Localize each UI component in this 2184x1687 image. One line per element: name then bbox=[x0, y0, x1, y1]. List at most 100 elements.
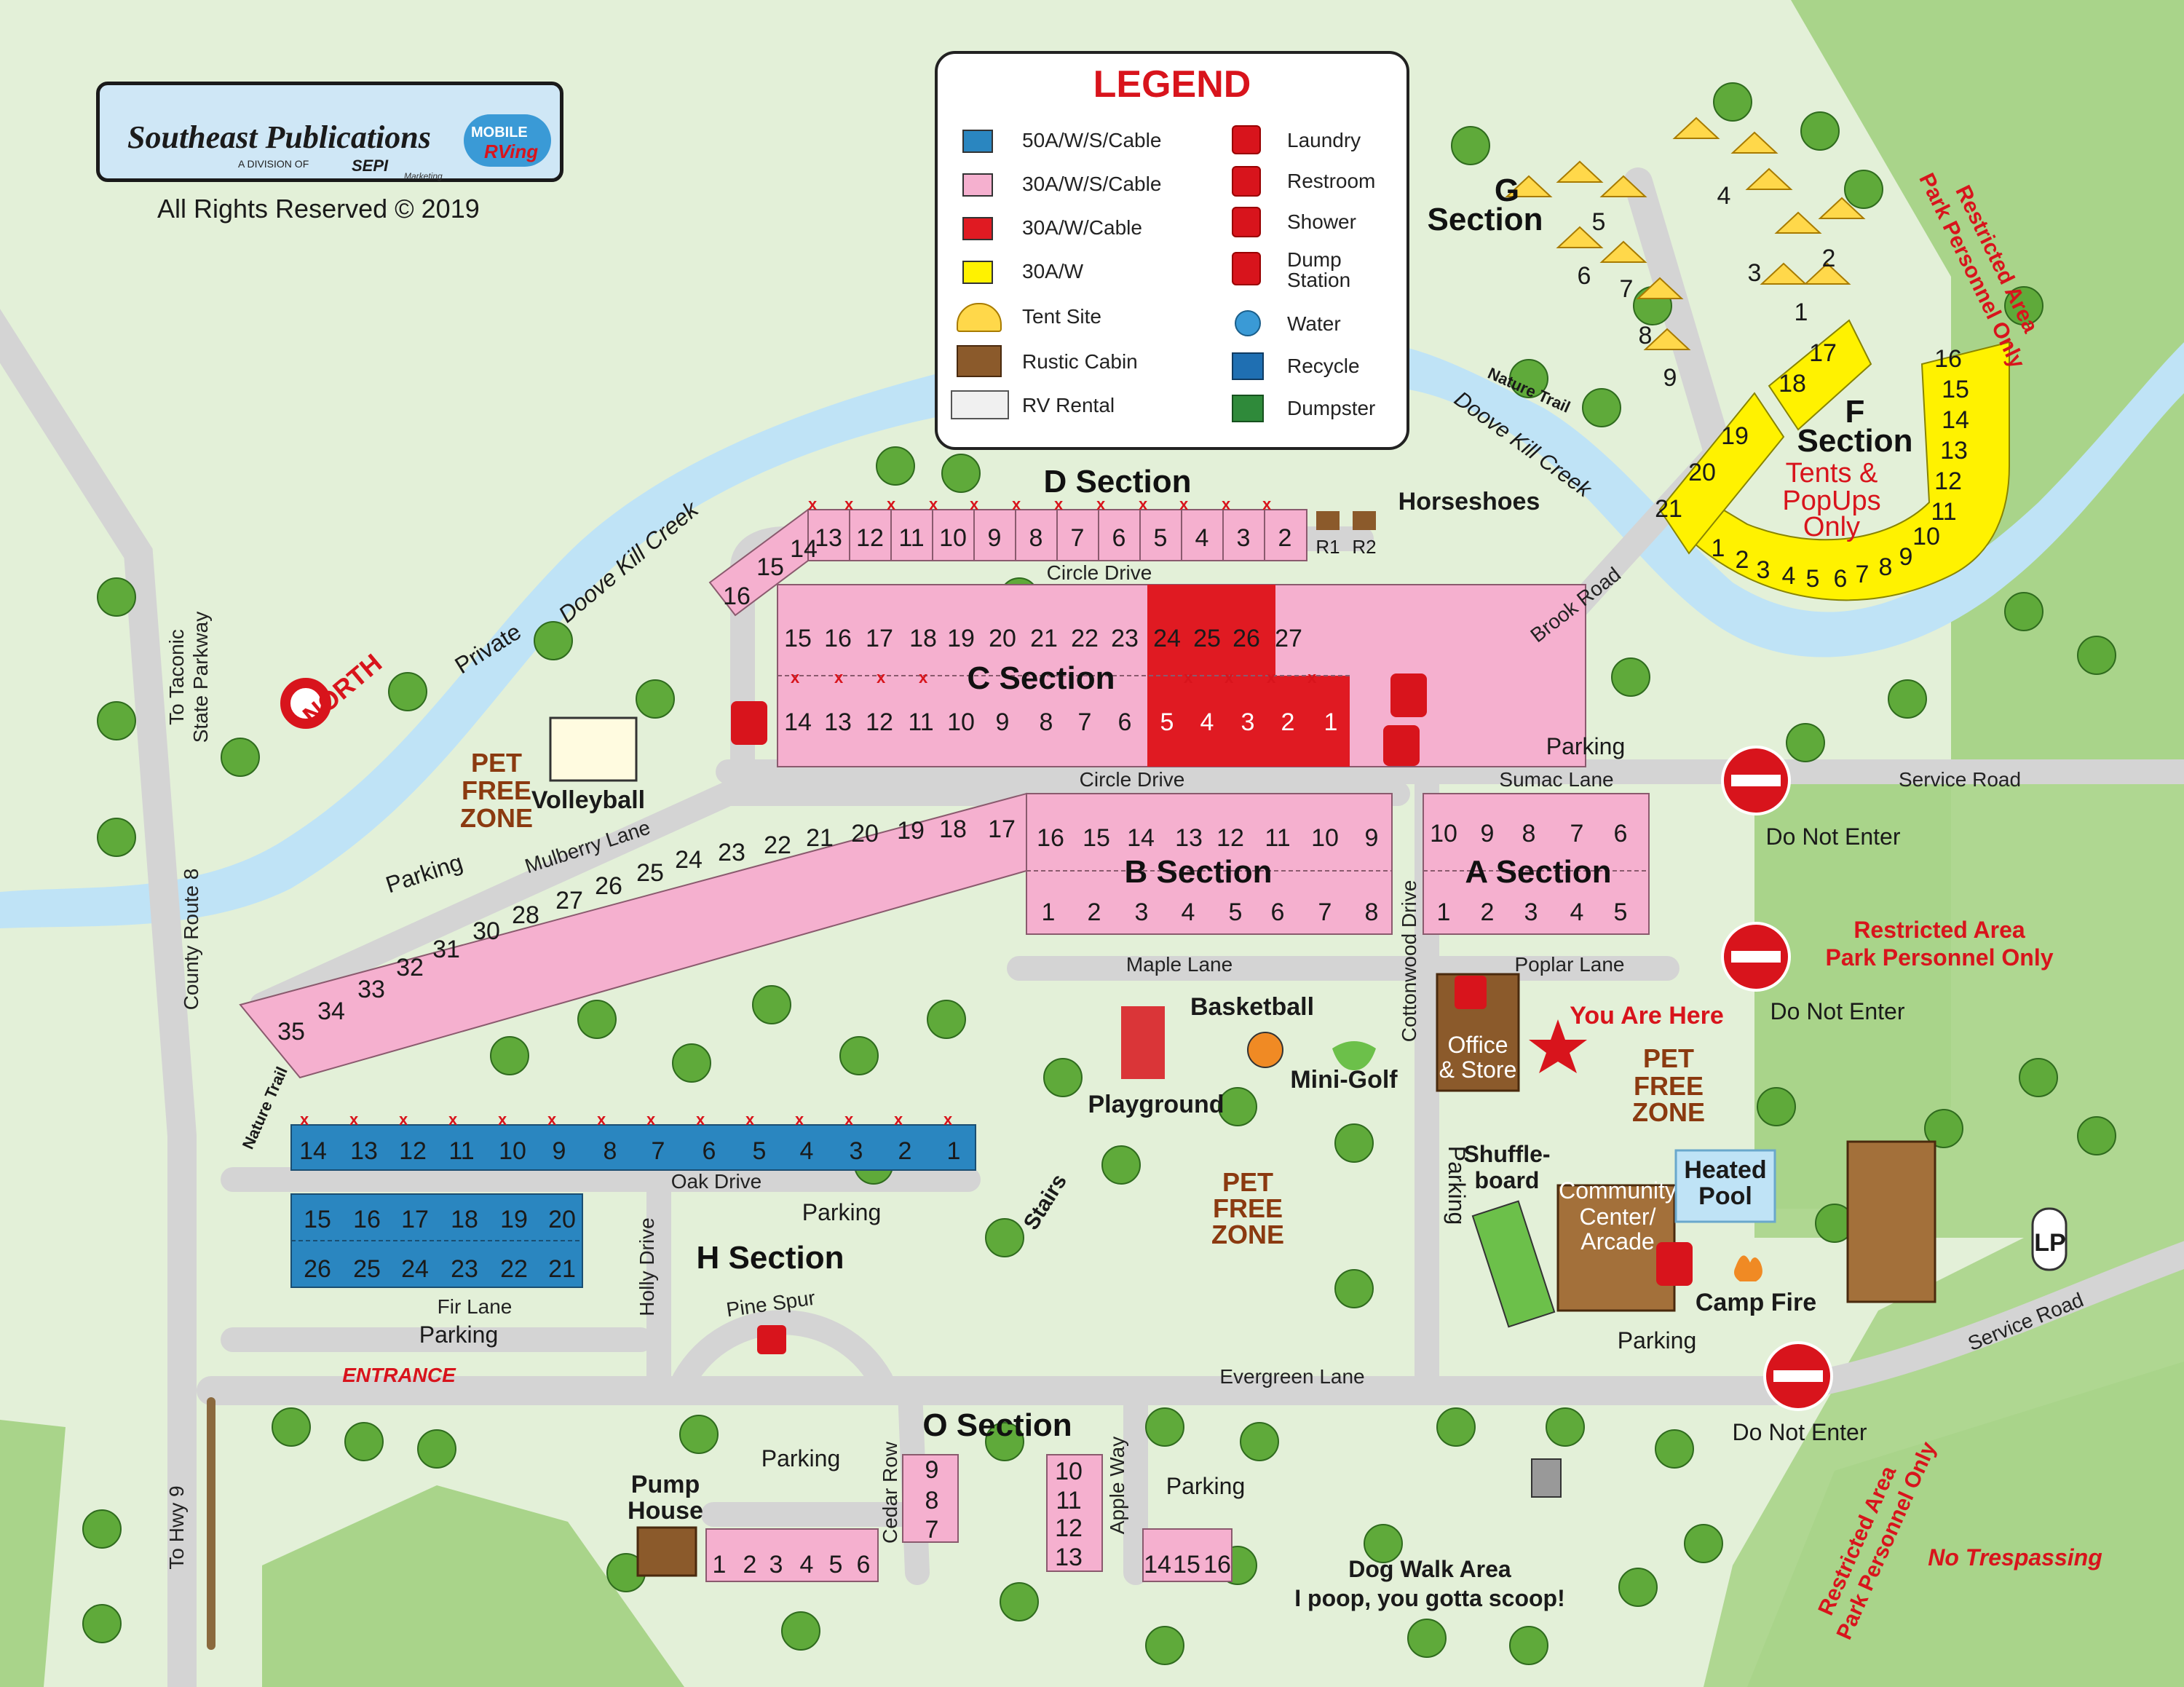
o-lot[interactable]: 9 bbox=[925, 1456, 939, 1484]
b-lot[interactable]: 1 bbox=[1042, 898, 1056, 926]
o-lot[interactable]: 3 bbox=[769, 1551, 783, 1579]
g-tent-3[interactable]: 3 bbox=[1748, 259, 1762, 287]
g-tent-1[interactable]: 1 bbox=[1795, 299, 1808, 326]
o-lot[interactable]: 11 bbox=[1056, 1487, 1081, 1514]
f-lot[interactable]: 2 bbox=[1736, 546, 1749, 574]
o-lot[interactable]: 10 bbox=[1055, 1458, 1083, 1485]
a-lot[interactable]: 6 bbox=[1614, 820, 1628, 848]
h-lot[interactable]: 10 bbox=[499, 1137, 526, 1165]
b-lot[interactable]: 30 bbox=[472, 917, 500, 945]
b-lot[interactable]: 6 bbox=[1271, 898, 1285, 926]
g-tent-2[interactable]: 2 bbox=[1822, 245, 1836, 272]
c-lot[interactable]: 10 bbox=[947, 708, 975, 736]
b-lot[interactable]: 15 bbox=[1083, 824, 1110, 852]
c-lot[interactable]: 6 bbox=[1118, 708, 1132, 736]
b-lot[interactable]: 19 bbox=[897, 817, 925, 845]
c-lot[interactable]: 26 bbox=[1233, 625, 1260, 652]
d-lot[interactable]: 7 bbox=[1071, 524, 1085, 552]
h-lot[interactable]: 3 bbox=[850, 1137, 863, 1165]
b-lot[interactable]: 20 bbox=[851, 820, 879, 848]
d-lot[interactable]: 16 bbox=[723, 582, 751, 610]
d-lot[interactable]: 2 bbox=[1278, 524, 1292, 552]
c-lot[interactable]: 2 bbox=[1281, 708, 1295, 736]
b-lot[interactable]: 22 bbox=[764, 831, 791, 859]
o-lot[interactable]: 5 bbox=[829, 1551, 843, 1579]
h-lot[interactable]: 19 bbox=[500, 1206, 528, 1233]
b-lot[interactable]: 13 bbox=[1175, 824, 1203, 852]
c-lot[interactable]: 7 bbox=[1078, 708, 1092, 736]
f-lot[interactable]: 16 bbox=[1934, 345, 1962, 373]
f-lot[interactable]: 13 bbox=[1940, 437, 1968, 465]
b-lot[interactable]: 27 bbox=[555, 887, 583, 914]
basketball-label[interactable]: Basketball bbox=[1190, 993, 1314, 1021]
h-lot[interactable]: 26 bbox=[304, 1255, 331, 1283]
d-lot[interactable]: 5 bbox=[1154, 524, 1168, 552]
f-lot[interactable]: 3 bbox=[1757, 556, 1770, 584]
g-tent-5[interactable]: 5 bbox=[1592, 208, 1606, 236]
c-lot[interactable]: 14 bbox=[784, 708, 812, 736]
c-lot[interactable]: 20 bbox=[989, 625, 1016, 652]
h-lot[interactable]: 15 bbox=[304, 1206, 331, 1233]
a-lot[interactable]: 10 bbox=[1430, 820, 1457, 848]
a-lot[interactable]: 4 bbox=[1570, 898, 1584, 926]
b-lot[interactable]: 14 bbox=[1127, 824, 1155, 852]
o-lot[interactable]: 6 bbox=[857, 1551, 871, 1579]
o-lot[interactable]: 15 bbox=[1173, 1551, 1200, 1579]
b-lot[interactable]: 16 bbox=[1037, 824, 1064, 852]
f-lot[interactable]: 20 bbox=[1688, 459, 1716, 486]
playground-label[interactable]: Playground bbox=[1088, 1091, 1224, 1118]
a-lot[interactable]: 1 bbox=[1437, 898, 1451, 926]
b-lot[interactable]: 10 bbox=[1311, 824, 1339, 852]
d-lot[interactable]: 8 bbox=[1029, 524, 1043, 552]
horseshoes-label[interactable]: Horseshoes bbox=[1398, 488, 1540, 515]
b-lot[interactable]: 23 bbox=[718, 839, 745, 866]
h-lot[interactable]: 13 bbox=[350, 1137, 378, 1165]
o-lot[interactable]: 2 bbox=[743, 1551, 757, 1579]
b-lot[interactable]: 11 bbox=[1265, 824, 1290, 852]
b-lot[interactable]: 18 bbox=[939, 815, 967, 843]
h-lot[interactable]: 8 bbox=[604, 1137, 617, 1165]
b-lot[interactable]: 33 bbox=[357, 976, 385, 1003]
a-lot[interactable]: 9 bbox=[1481, 820, 1495, 848]
d-lot[interactable]: 4 bbox=[1195, 524, 1209, 552]
b-lot[interactable]: 9 bbox=[1365, 824, 1379, 852]
f-lot[interactable]: 8 bbox=[1879, 553, 1893, 581]
h-lot[interactable]: 5 bbox=[753, 1137, 767, 1165]
b-lot[interactable]: 25 bbox=[636, 859, 664, 887]
d-lot[interactable]: 10 bbox=[939, 524, 967, 552]
c-lot[interactable]: 4 bbox=[1200, 708, 1214, 736]
d-lot[interactable]: 15 bbox=[756, 553, 784, 581]
c-lot[interactable]: 15 bbox=[784, 625, 812, 652]
cabin-r2[interactable]: R2 bbox=[1352, 536, 1376, 558]
laundry-building[interactable] bbox=[1846, 1140, 1936, 1303]
h-lot[interactable]: 2 bbox=[898, 1137, 912, 1165]
f-lot[interactable]: 12 bbox=[1934, 467, 1962, 495]
d-lot[interactable]: 3 bbox=[1237, 524, 1251, 552]
h-lot[interactable]: 7 bbox=[652, 1137, 665, 1165]
c-lot[interactable]: 18 bbox=[909, 625, 937, 652]
o-lot[interactable]: 13 bbox=[1055, 1544, 1083, 1571]
g-tent-4[interactable]: 4 bbox=[1717, 182, 1731, 210]
c-lot[interactable]: 8 bbox=[1040, 708, 1053, 736]
h-lot[interactable]: 18 bbox=[451, 1206, 478, 1233]
h-lot[interactable]: 17 bbox=[401, 1206, 429, 1233]
f-lot[interactable]: 21 bbox=[1655, 495, 1682, 523]
f-lot[interactable]: 17 bbox=[1809, 339, 1837, 367]
f-lot[interactable]: 5 bbox=[1806, 565, 1820, 593]
f-lot[interactable]: 14 bbox=[1942, 406, 1969, 434]
h-lot[interactable]: 1 bbox=[947, 1137, 961, 1165]
c-lot[interactable]: 13 bbox=[824, 708, 852, 736]
b-lot[interactable]: 31 bbox=[432, 936, 460, 963]
h-lot[interactable]: 11 bbox=[448, 1137, 474, 1165]
b-lot[interactable]: 35 bbox=[277, 1018, 305, 1046]
volleyball-label[interactable]: Volleyball bbox=[531, 786, 645, 814]
b-lot[interactable]: 2 bbox=[1088, 898, 1101, 926]
c-lot[interactable]: 25 bbox=[1193, 625, 1221, 652]
f-lot[interactable]: 1 bbox=[1712, 534, 1725, 562]
o-lot[interactable]: 4 bbox=[800, 1551, 814, 1579]
a-lot[interactable]: 2 bbox=[1481, 898, 1495, 926]
f-lot[interactable]: 6 bbox=[1834, 565, 1848, 593]
b-lot[interactable]: 5 bbox=[1229, 898, 1243, 926]
b-lot[interactable]: 21 bbox=[806, 824, 834, 852]
o-lot[interactable]: 8 bbox=[925, 1487, 939, 1514]
